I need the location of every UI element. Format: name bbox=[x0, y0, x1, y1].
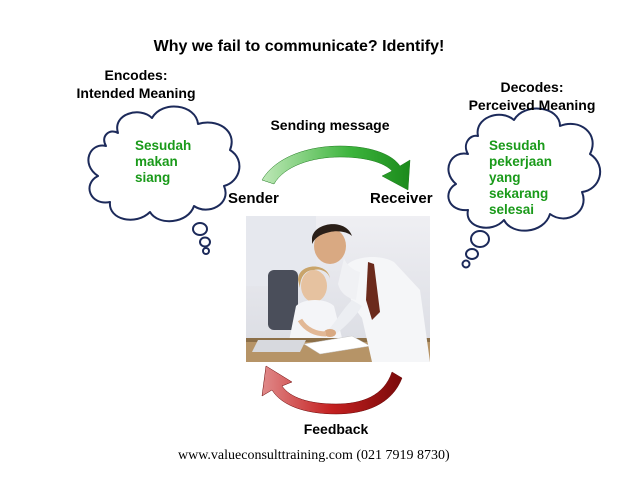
office-people-photo bbox=[246, 216, 430, 362]
sending-message-label: Sending message bbox=[270, 117, 390, 133]
diagram-title: Why we fail to communicate? Identify! bbox=[153, 38, 445, 55]
decodes-label: Decodes: Perceived Meaning bbox=[462, 78, 602, 114]
encodes-line2: Intended Meaning bbox=[76, 85, 196, 101]
right-cloud-text: Sesudah pekerjaan yang sekarang selesai bbox=[489, 138, 552, 218]
decodes-line1: Decodes: bbox=[500, 79, 564, 95]
right-cloud-line: yang bbox=[489, 170, 521, 185]
right-cloud-line: selesai bbox=[489, 202, 535, 217]
left-cloud-line: siang bbox=[135, 170, 171, 185]
right-thought-cloud bbox=[447, 107, 601, 269]
feedback-arrow bbox=[261, 365, 403, 415]
decodes-line2: Perceived Meaning bbox=[468, 97, 596, 113]
right-cloud-line: Sesudah bbox=[489, 138, 546, 153]
receiver-label: Receiver bbox=[370, 190, 433, 207]
sender-label: Sender bbox=[228, 190, 279, 207]
encodes-label: Encodes: Intended Meaning bbox=[66, 66, 206, 102]
feedback-label: Feedback bbox=[303, 421, 369, 437]
left-cloud-line: makan bbox=[135, 154, 178, 169]
right-cloud-line: sekarang bbox=[489, 186, 549, 201]
sending-arrow bbox=[261, 145, 411, 191]
left-cloud-text: Sesudah makan siang bbox=[135, 138, 191, 186]
left-cloud-line: Sesudah bbox=[135, 138, 192, 153]
encodes-line1: Encodes: bbox=[104, 67, 168, 83]
left-thought-cloud bbox=[87, 105, 241, 255]
right-cloud-line: pekerjaan bbox=[489, 154, 553, 169]
footer-contact: www.valueconsulttraining.com (021 7919 8… bbox=[178, 448, 450, 463]
